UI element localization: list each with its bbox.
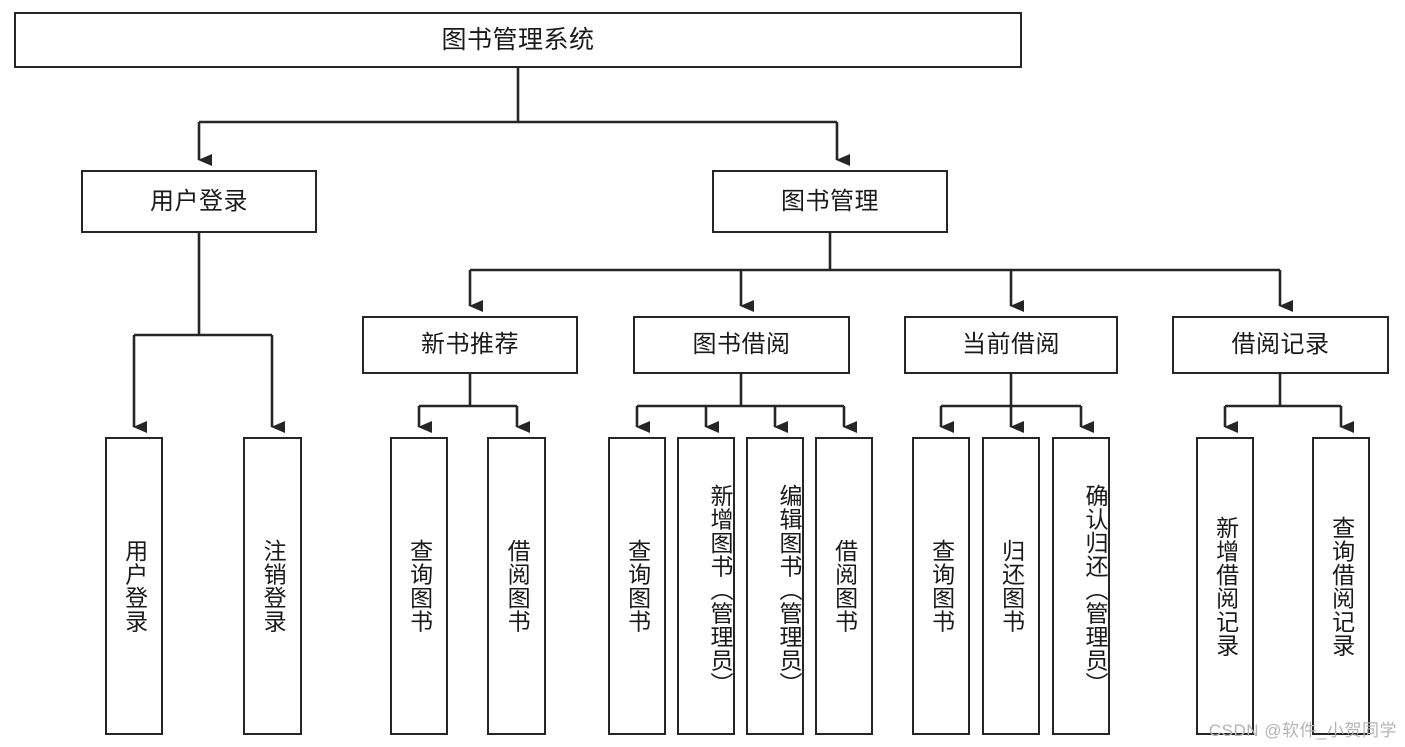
node-label: 图书借阅 bbox=[692, 331, 791, 359]
node-label: 新增图书（管理员） bbox=[707, 484, 733, 696]
node-label: 图书管理系统 bbox=[441, 25, 595, 54]
node-label: 用户登录 bbox=[121, 539, 148, 633]
node-book-borrow[interactable]: 图书借阅 bbox=[633, 316, 850, 374]
leaf-user-login-logout[interactable]: 注销登录 bbox=[243, 437, 302, 735]
leaf-user-login-login[interactable]: 用户登录 bbox=[105, 437, 163, 735]
node-label: 注销登录 bbox=[260, 539, 287, 633]
node-new-book-recommend[interactable]: 新书推荐 bbox=[362, 316, 578, 374]
leaf-current-query-book[interactable]: 查询图书 bbox=[912, 437, 970, 735]
node-label: 编辑图书（管理员） bbox=[776, 484, 802, 696]
node-label: 查询借阅记录 bbox=[1328, 515, 1355, 657]
leaf-borrow-add-book-admin[interactable]: 新增图书（管理员） bbox=[677, 437, 735, 735]
node-label: 借阅记录 bbox=[1231, 331, 1330, 359]
node-user-login[interactable]: 用户登录 bbox=[81, 170, 317, 233]
leaf-record-add-record[interactable]: 新增借阅记录 bbox=[1196, 437, 1254, 735]
node-label: 新增借阅记录 bbox=[1212, 515, 1239, 657]
node-label: 图书管理 bbox=[781, 187, 879, 215]
node-label: 查询图书 bbox=[406, 539, 433, 633]
node-root-system[interactable]: 图书管理系统 bbox=[14, 12, 1022, 68]
node-book-management[interactable]: 图书管理 bbox=[712, 170, 948, 233]
node-label: 查询图书 bbox=[624, 539, 651, 633]
leaf-borrow-edit-book-admin[interactable]: 编辑图书（管理员） bbox=[746, 437, 804, 735]
leaf-current-return-book[interactable]: 归还图书 bbox=[982, 437, 1040, 735]
leaf-recommend-borrow-book[interactable]: 借阅图书 bbox=[487, 437, 546, 735]
leaf-borrow-query-book[interactable]: 查询图书 bbox=[608, 437, 666, 735]
node-borrow-record[interactable]: 借阅记录 bbox=[1172, 316, 1389, 374]
node-label: 归还图书 bbox=[998, 539, 1025, 633]
node-label: 借阅图书 bbox=[831, 539, 858, 633]
leaf-borrow-borrow-book[interactable]: 借阅图书 bbox=[815, 437, 873, 735]
watermark-text: CSDN @软件_小贺同学 bbox=[1208, 721, 1397, 740]
node-label: 借阅图书 bbox=[504, 539, 531, 633]
node-label: 查询图书 bbox=[928, 539, 955, 633]
leaf-record-query-record[interactable]: 查询借阅记录 bbox=[1312, 437, 1370, 735]
leaf-recommend-query-book[interactable]: 查询图书 bbox=[390, 437, 448, 735]
node-current-borrow[interactable]: 当前借阅 bbox=[904, 316, 1118, 374]
node-label: 新书推荐 bbox=[421, 331, 519, 359]
node-label: 确认归还（管理员） bbox=[1082, 484, 1108, 696]
node-label: 用户登录 bbox=[150, 187, 248, 215]
leaf-current-confirm-return-admin[interactable]: 确认归还（管理员） bbox=[1052, 437, 1110, 735]
node-label: 当前借阅 bbox=[962, 331, 1060, 359]
